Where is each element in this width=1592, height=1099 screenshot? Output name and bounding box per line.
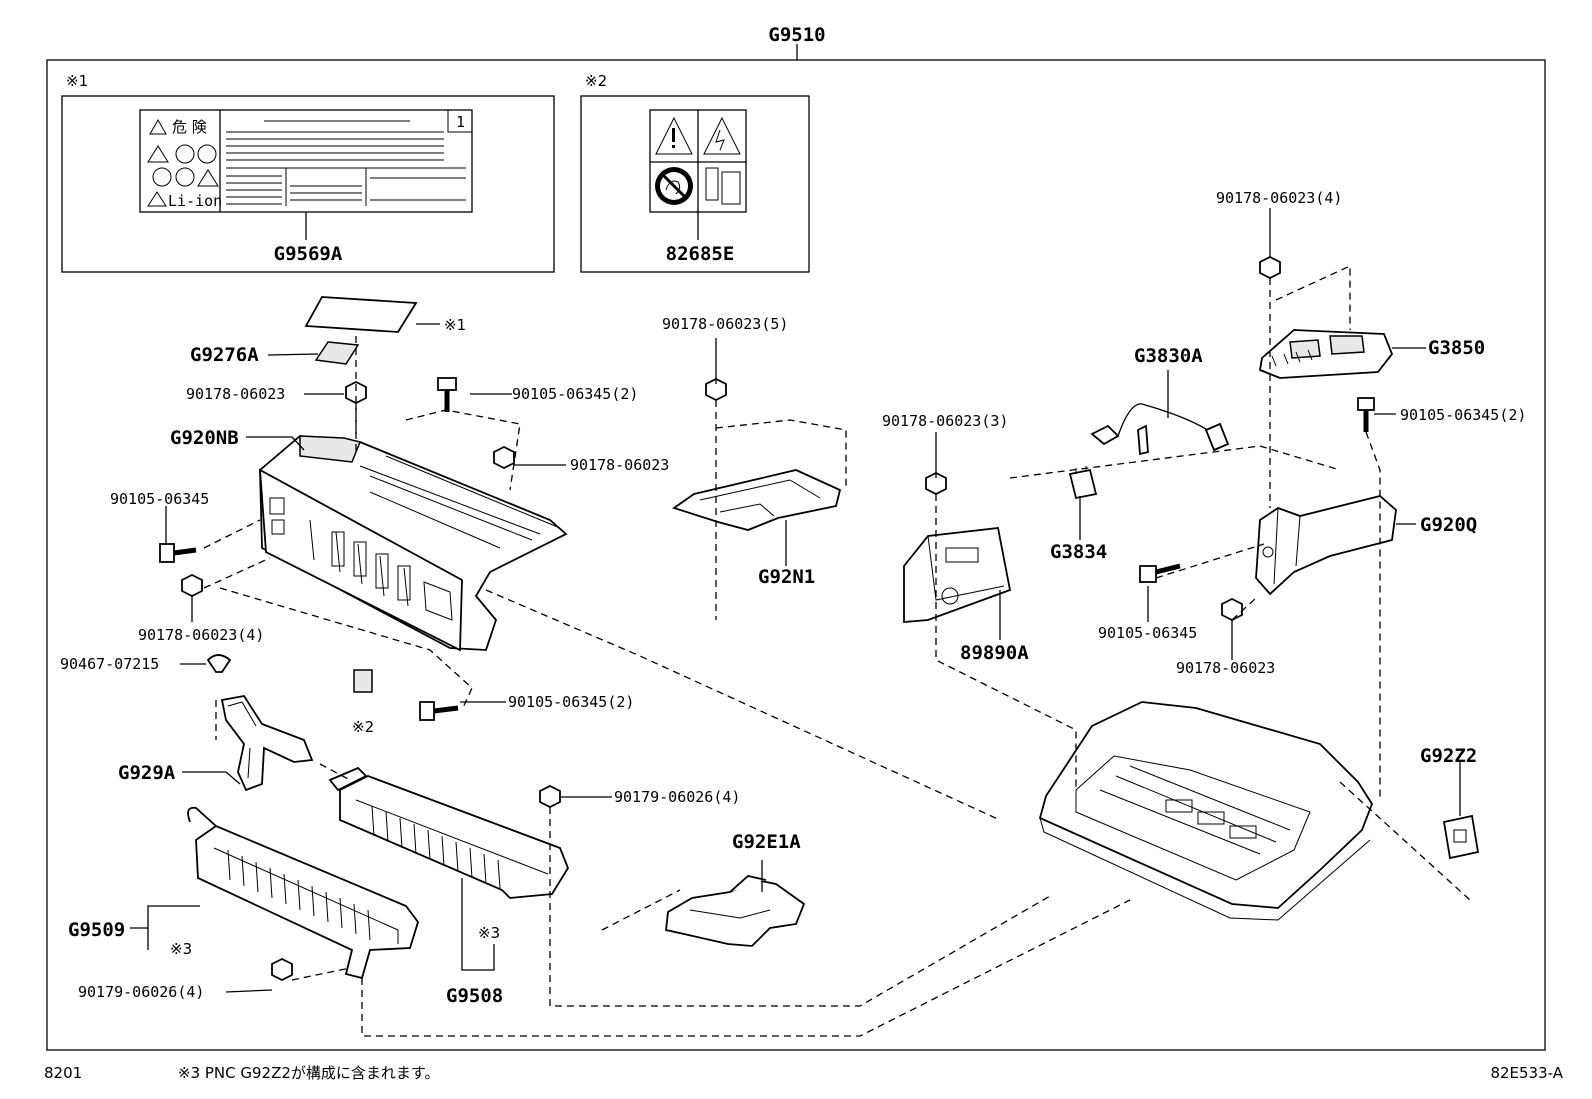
circle-symbol-icon — [175, 144, 195, 164]
part-label-90178-06023-b[interactable]: 90178-06023 — [570, 456, 669, 474]
part-label-90179-06026-4-b[interactable]: 90179-06026(4) — [614, 788, 740, 806]
leader-lines — [130, 208, 1461, 993]
part-label-90105-06345-b[interactable]: 90105-06345 — [1098, 624, 1197, 642]
part-label-90467-07215[interactable]: 90467-07215 — [60, 655, 159, 673]
part-label-90178-06023-4-a[interactable]: 90178-06023(4) — [138, 626, 264, 644]
inset-1-marker: ※1 — [66, 72, 88, 90]
upper-case-g920nb — [258, 435, 568, 652]
circle-symbol-icon — [197, 144, 217, 164]
part-labels: ※1 G9276A 90178-06023 G920NB 90105-06345… — [60, 189, 1526, 1007]
part-label-g9569a[interactable]: G9569A — [274, 243, 343, 265]
warning-triangle-icon — [147, 191, 167, 207]
ref-marker-2: ※2 — [352, 718, 374, 736]
part-label-89890a[interactable]: 89890A — [960, 642, 1029, 664]
part-label-90179-06026-4-a[interactable]: 90179-06026(4) — [78, 983, 204, 1001]
part-label-90178-06023-a[interactable]: 90178-06023 — [186, 385, 285, 403]
part-label-g3834[interactable]: G3834 — [1050, 541, 1107, 563]
sticker-text: Li-ion — [168, 192, 222, 210]
sticker-g9276a-shape — [304, 296, 418, 365]
part-label-g929a[interactable]: G929A — [118, 762, 176, 784]
part-label-90178-06023-4-b[interactable]: 90178-06023(4) — [1216, 189, 1342, 207]
cover-g920q — [1255, 495, 1397, 596]
battery-stack-g9508 — [328, 766, 570, 899]
part-label-90105-06345-2-c[interactable]: 90105-06345(2) — [1400, 406, 1526, 424]
warning-triangle-icon — [147, 145, 169, 163]
inset-2: ※2 82685E — [580, 72, 810, 273]
part-label-g92z2[interactable]: G92Z2 — [1420, 745, 1477, 767]
part-label-90105-06345-2-b[interactable]: 90105-06345(2) — [508, 693, 634, 711]
assembly-lines — [203, 264, 1471, 1037]
lower-tray — [1038, 701, 1374, 921]
part-label-90178-06023-3[interactable]: 90178-06023(3) — [882, 412, 1008, 430]
assembly-label[interactable]: G9510 — [768, 24, 825, 46]
ref-marker-1: ※1 — [444, 316, 466, 334]
warning-sticker: 危 険 Li-ion 1 — [139, 109, 473, 213]
battery-stack-g9509 — [187, 806, 419, 980]
junction-block-g3850 — [1258, 329, 1394, 379]
sticker-page: 1 — [456, 113, 465, 131]
warning-triangle-icon — [149, 118, 167, 135]
part-label-g9276a[interactable]: G9276A — [190, 344, 259, 366]
harness-g3830a — [1090, 403, 1230, 456]
label-plate-shape — [353, 669, 373, 693]
part-label-g920nb[interactable]: G920NB — [170, 427, 239, 449]
duct-g92e1a — [665, 875, 806, 947]
footer-left-code: 8201 — [44, 1064, 82, 1082]
part-label-g920q[interactable]: G920Q — [1420, 514, 1477, 536]
inset-2-marker: ※2 — [585, 72, 607, 90]
assembly-frame — [46, 59, 1546, 1051]
part-label-g9508[interactable]: G9508 — [446, 985, 503, 1007]
circle-symbol-icon — [175, 167, 195, 187]
part-label-90105-06345-2-a[interactable]: 90105-06345(2) — [512, 385, 638, 403]
safety-sticker — [649, 109, 747, 213]
bracket-89890a — [903, 527, 1012, 623]
part-label-90178-06023-c[interactable]: 90178-06023 — [1176, 659, 1275, 677]
high-voltage-icon — [703, 116, 741, 155]
part-label-90178-06023-5[interactable]: 90178-06023(5) — [662, 315, 788, 333]
sticker-title: 危 険 — [172, 118, 207, 136]
connector-g3834 — [1068, 466, 1098, 500]
caution-icon — [655, 116, 693, 155]
footer-note: ※3 PNC G92Z2が構成に含まれます。 — [178, 1064, 439, 1082]
battery-handling-icon — [705, 167, 741, 205]
inset-1: ※1 危 険 Li-ion 1 — [61, 72, 555, 273]
part-label-g3830a[interactable]: G3830A — [1134, 345, 1203, 367]
part-label-g92n1[interactable]: G92N1 — [758, 566, 815, 588]
part-label-g3850[interactable]: G3850 — [1428, 337, 1485, 359]
bracket-g92n1 — [671, 469, 842, 531]
part-label-g92e1a[interactable]: G92E1A — [732, 831, 801, 853]
part-label-g9509[interactable]: G9509 — [68, 919, 125, 941]
duct-g929a — [220, 695, 314, 792]
part-label-82685e[interactable]: 82685E — [666, 243, 735, 265]
part-label-90105-06345-a[interactable]: 90105-06345 — [110, 490, 209, 508]
footer-right-code: 82E533-A — [1490, 1064, 1563, 1082]
ref-marker-3b: ※3 — [478, 924, 500, 942]
ref-marker-3a: ※3 — [170, 940, 192, 958]
warning-triangle-icon — [197, 169, 219, 187]
circle-symbol-icon — [152, 167, 172, 187]
fuse-g92z2 — [1442, 814, 1480, 860]
